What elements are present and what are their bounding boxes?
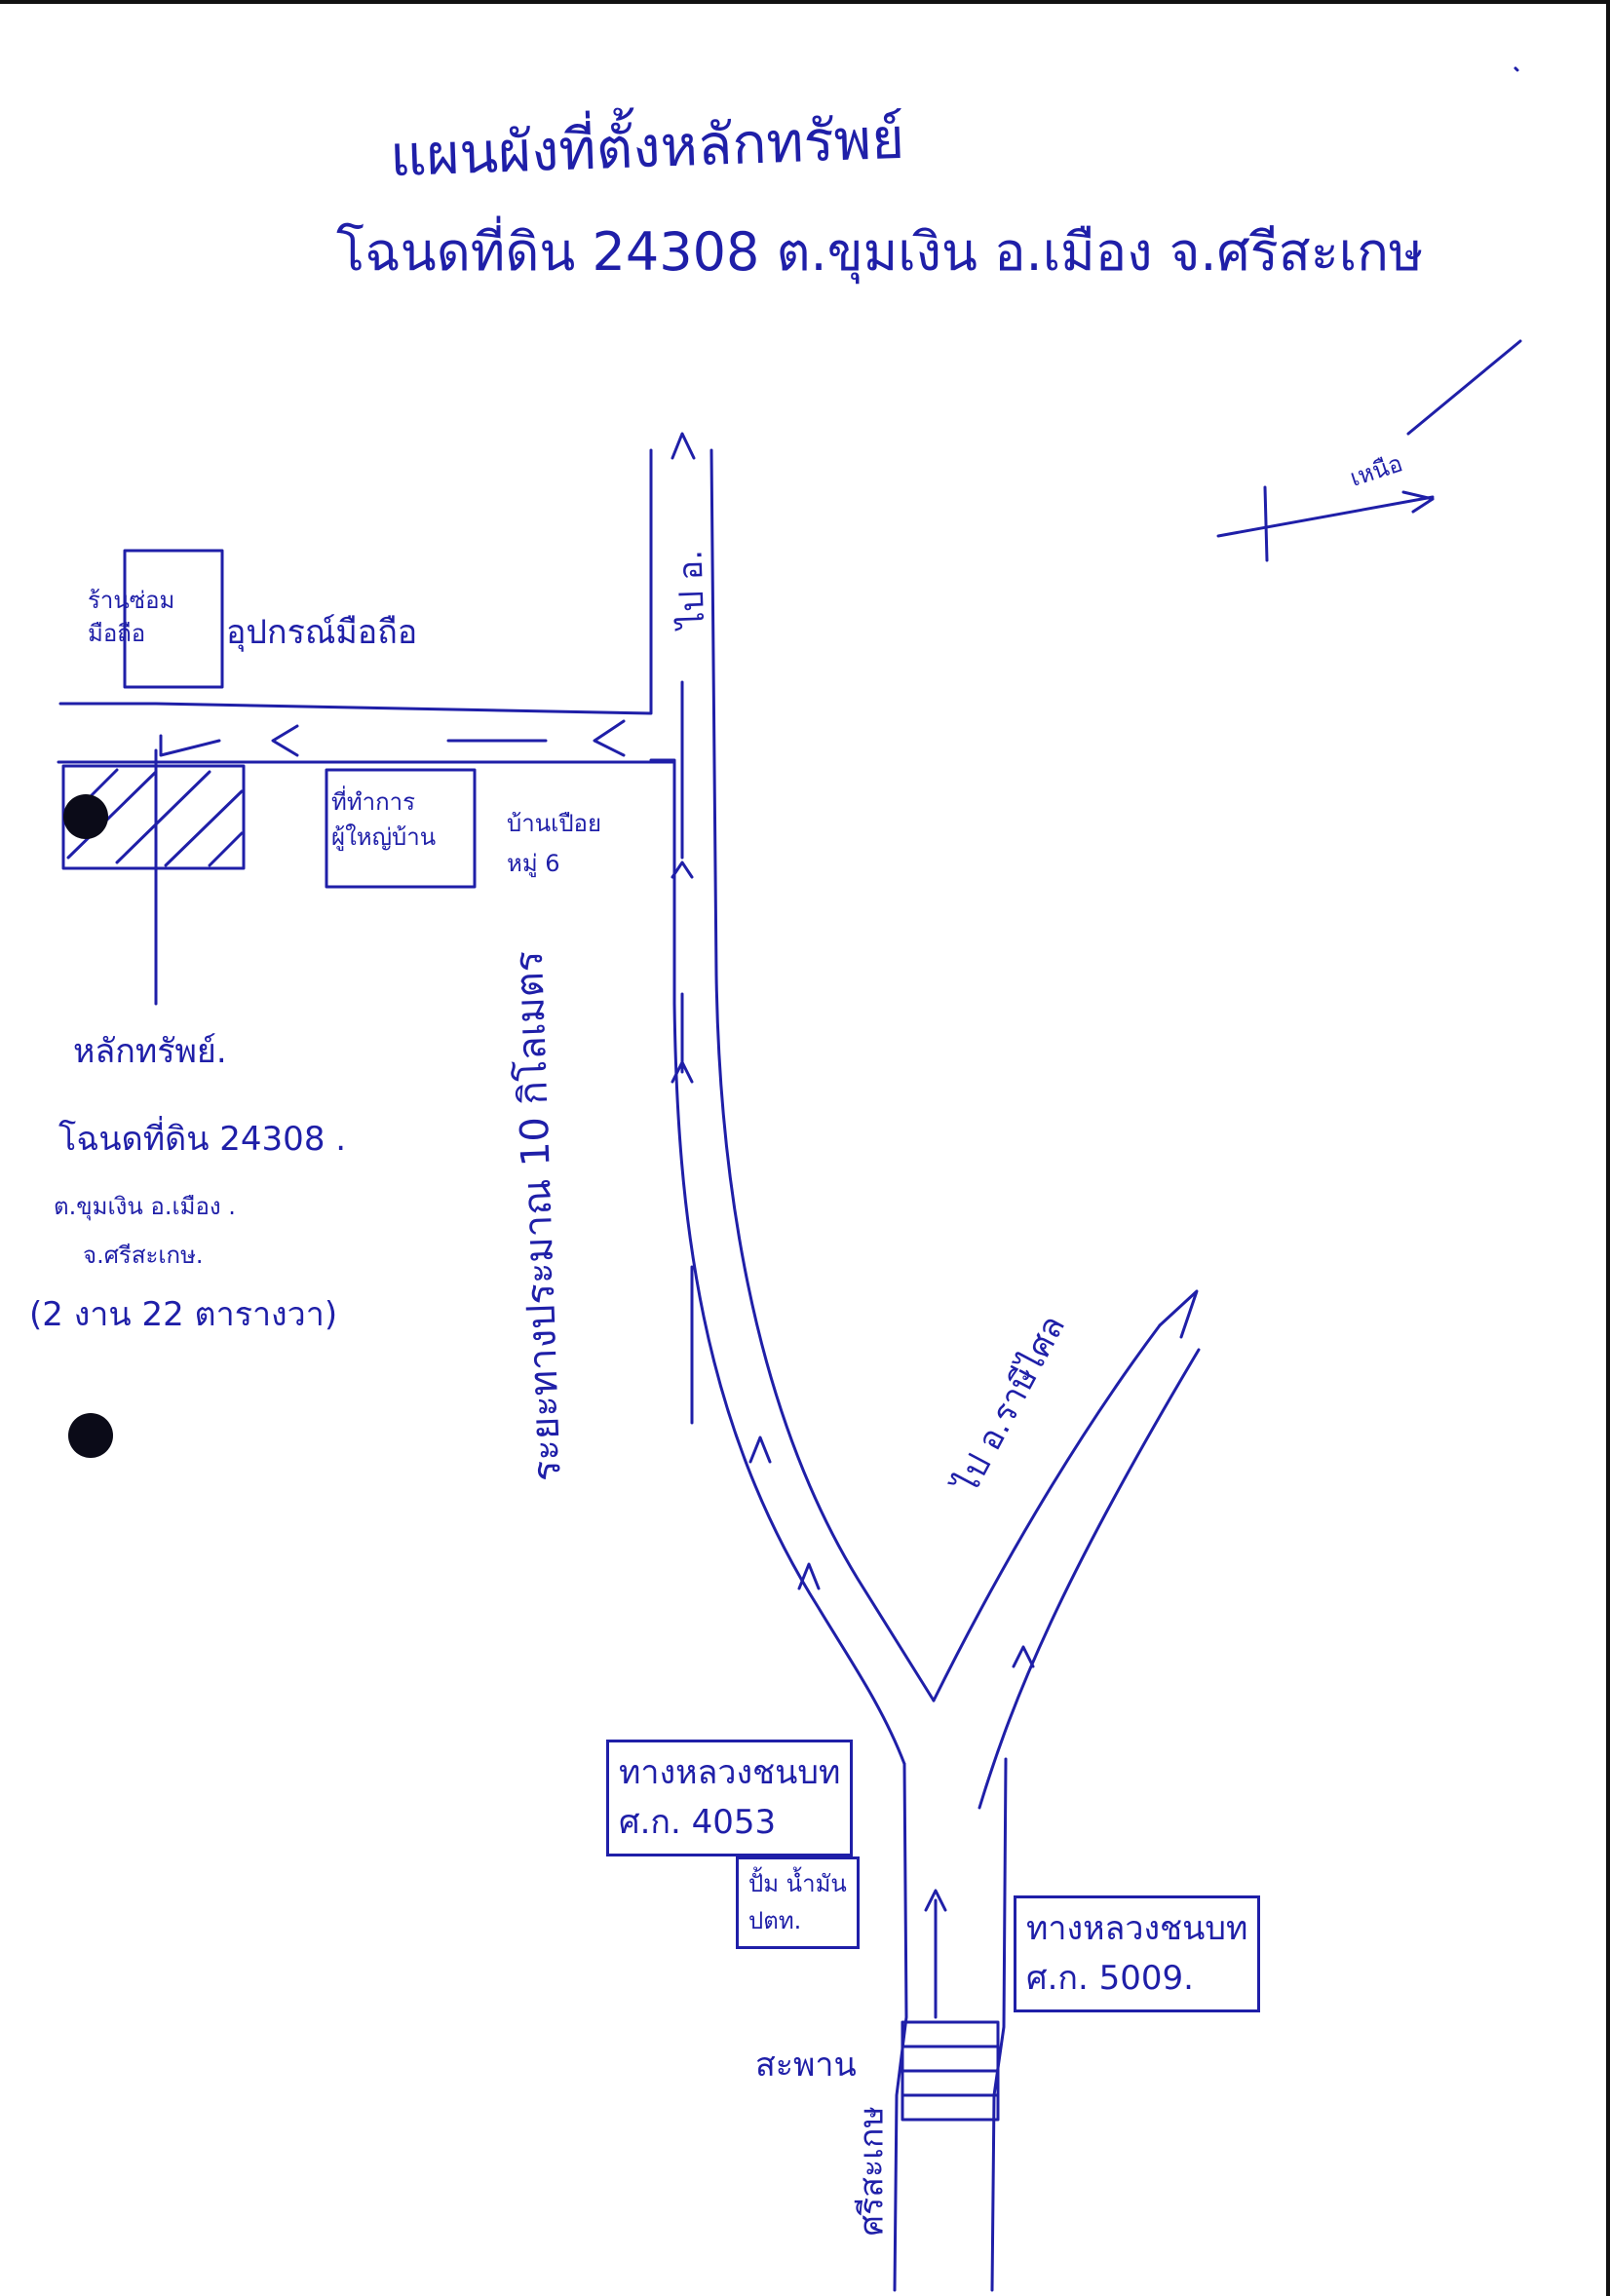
village-office-box	[325, 768, 477, 889]
direction-arrows	[271, 680, 1035, 2019]
hole-punch-dot	[63, 794, 108, 839]
highway-5009-label: ทางหลวงชนบท ศ.ก. 5009.	[1014, 1895, 1261, 2012]
ink-dot	[1514, 66, 1519, 72]
destination-label: ศรีสะเกษ	[852, 2106, 892, 2237]
bridge-label: สะพาน	[755, 2046, 857, 2085]
property-label-4: จ.ศรีสะเกษ.	[83, 1242, 204, 1269]
scan-edge-top	[0, 0, 1610, 4]
lower-road	[893, 1757, 1008, 2292]
repair-shop-box	[123, 549, 224, 689]
scan-edge-right	[1606, 0, 1610, 2296]
map-subtitle: โฉนดที่ดิน 24308 ต.ขุมเงิน อ.เมือง จ.ศรี…	[336, 221, 1424, 283]
property-label-1: หลักทรัพย์.	[73, 1032, 227, 1071]
ink-stroke	[1406, 339, 1522, 436]
right-branch-road	[932, 1289, 1201, 1810]
bridge-shape	[901, 2020, 1000, 2122]
property-label-2: โฉนดที่ดิน 24308 .	[58, 1120, 347, 1159]
property-parcel	[61, 734, 246, 1006]
village-office-label: ที่ทำการ ผู้ใหญ่บ้าน	[331, 788, 437, 851]
north-arrow-icon	[1216, 485, 1435, 562]
property-label-5: (2 งาน 22 ตารางวา)	[29, 1295, 338, 1334]
left-top-road-label: ไป อ.	[671, 549, 713, 630]
gas-station-label: ปั้ม น้ำมัน ปตท.	[736, 1856, 860, 1949]
hole-punch-dot	[68, 1413, 113, 1458]
property-label-3: ต.ขุมเงิน อ.เมือง .	[54, 1193, 236, 1220]
village-label: บ้านเปือย หมู่ 6	[507, 810, 602, 877]
highway-4053-label: ทางหลวงชนบท ศ.ก. 4053	[606, 1740, 854, 1856]
equipment-shop-label: อุปกรณ์มือถือ	[226, 613, 418, 652]
main-road	[57, 432, 936, 1766]
repair-shop-label: ร้านซ่อม มือถือ	[88, 587, 175, 647]
